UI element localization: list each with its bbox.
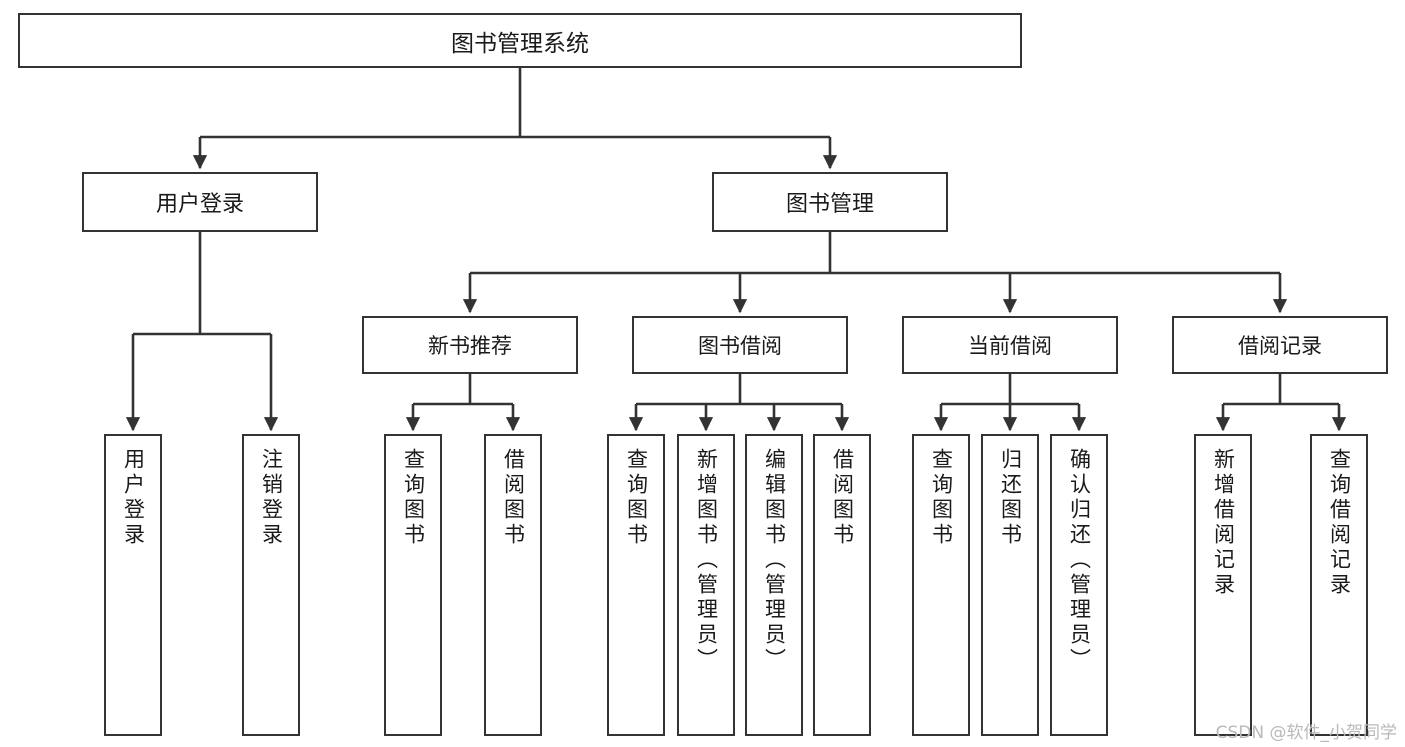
node-label: 新增图书（管理员） bbox=[694, 448, 719, 673]
leaf-current-borrow-return[interactable]: 归还图书 bbox=[981, 434, 1039, 736]
node-current-borrow[interactable]: 当前借阅 bbox=[902, 316, 1118, 374]
node-label: 图书借阅 bbox=[698, 334, 782, 358]
node-borrow-record[interactable]: 借阅记录 bbox=[1172, 316, 1388, 374]
node-user-login[interactable]: 用户登录 bbox=[82, 172, 318, 232]
node-label: 归还图书 bbox=[998, 448, 1023, 548]
node-label: 图书管理系统 bbox=[451, 30, 589, 57]
leaf-borrow-record-add[interactable]: 新增借阅记录 bbox=[1194, 434, 1252, 736]
leaf-user-login-logout[interactable]: 注销登录 bbox=[242, 434, 300, 736]
node-label: 借阅图书 bbox=[830, 448, 855, 548]
watermark: CSDN @软件_小贺同学 bbox=[1215, 723, 1397, 743]
leaf-book-borrow-edit[interactable]: 编辑图书（管理员） bbox=[745, 434, 803, 736]
node-label: 当前借阅 bbox=[968, 334, 1052, 358]
leaf-book-borrow-add[interactable]: 新增图书（管理员） bbox=[677, 434, 735, 736]
node-label: 查询图书 bbox=[624, 448, 649, 548]
node-label: 新增借阅记录 bbox=[1211, 448, 1236, 598]
node-book-management[interactable]: 图书管理 bbox=[712, 172, 948, 232]
leaf-new-book-borrow[interactable]: 借阅图书 bbox=[484, 434, 542, 736]
node-label: 借阅记录 bbox=[1238, 334, 1322, 358]
leaf-new-book-query[interactable]: 查询图书 bbox=[384, 434, 442, 736]
node-label: 图书管理 bbox=[785, 192, 874, 217]
node-label: 确认归还（管理员） bbox=[1067, 448, 1092, 673]
node-label: 查询借阅记录 bbox=[1327, 448, 1352, 598]
leaf-book-borrow-query[interactable]: 查询图书 bbox=[607, 434, 665, 736]
node-new-book-recommend[interactable]: 新书推荐 bbox=[362, 316, 578, 374]
leaf-current-borrow-confirm-return[interactable]: 确认归还（管理员） bbox=[1050, 434, 1108, 736]
leaf-borrow-record-query[interactable]: 查询借阅记录 bbox=[1310, 434, 1368, 736]
node-label: 用户登录 bbox=[155, 192, 244, 217]
node-label: 新书推荐 bbox=[428, 334, 512, 358]
leaf-book-borrow-borrow[interactable]: 借阅图书 bbox=[813, 434, 871, 736]
node-label: 查询图书 bbox=[929, 448, 954, 548]
node-label: 用户登录 bbox=[121, 448, 146, 548]
node-label: 借阅图书 bbox=[501, 448, 526, 548]
node-root-system[interactable]: 图书管理系统 bbox=[18, 13, 1022, 68]
node-label: 查询图书 bbox=[401, 448, 426, 548]
leaf-user-login-login[interactable]: 用户登录 bbox=[104, 434, 162, 736]
leaf-current-borrow-query[interactable]: 查询图书 bbox=[912, 434, 970, 736]
node-label: 注销登录 bbox=[259, 448, 284, 548]
node-label: 编辑图书（管理员） bbox=[762, 448, 787, 673]
node-book-borrow[interactable]: 图书借阅 bbox=[632, 316, 848, 374]
